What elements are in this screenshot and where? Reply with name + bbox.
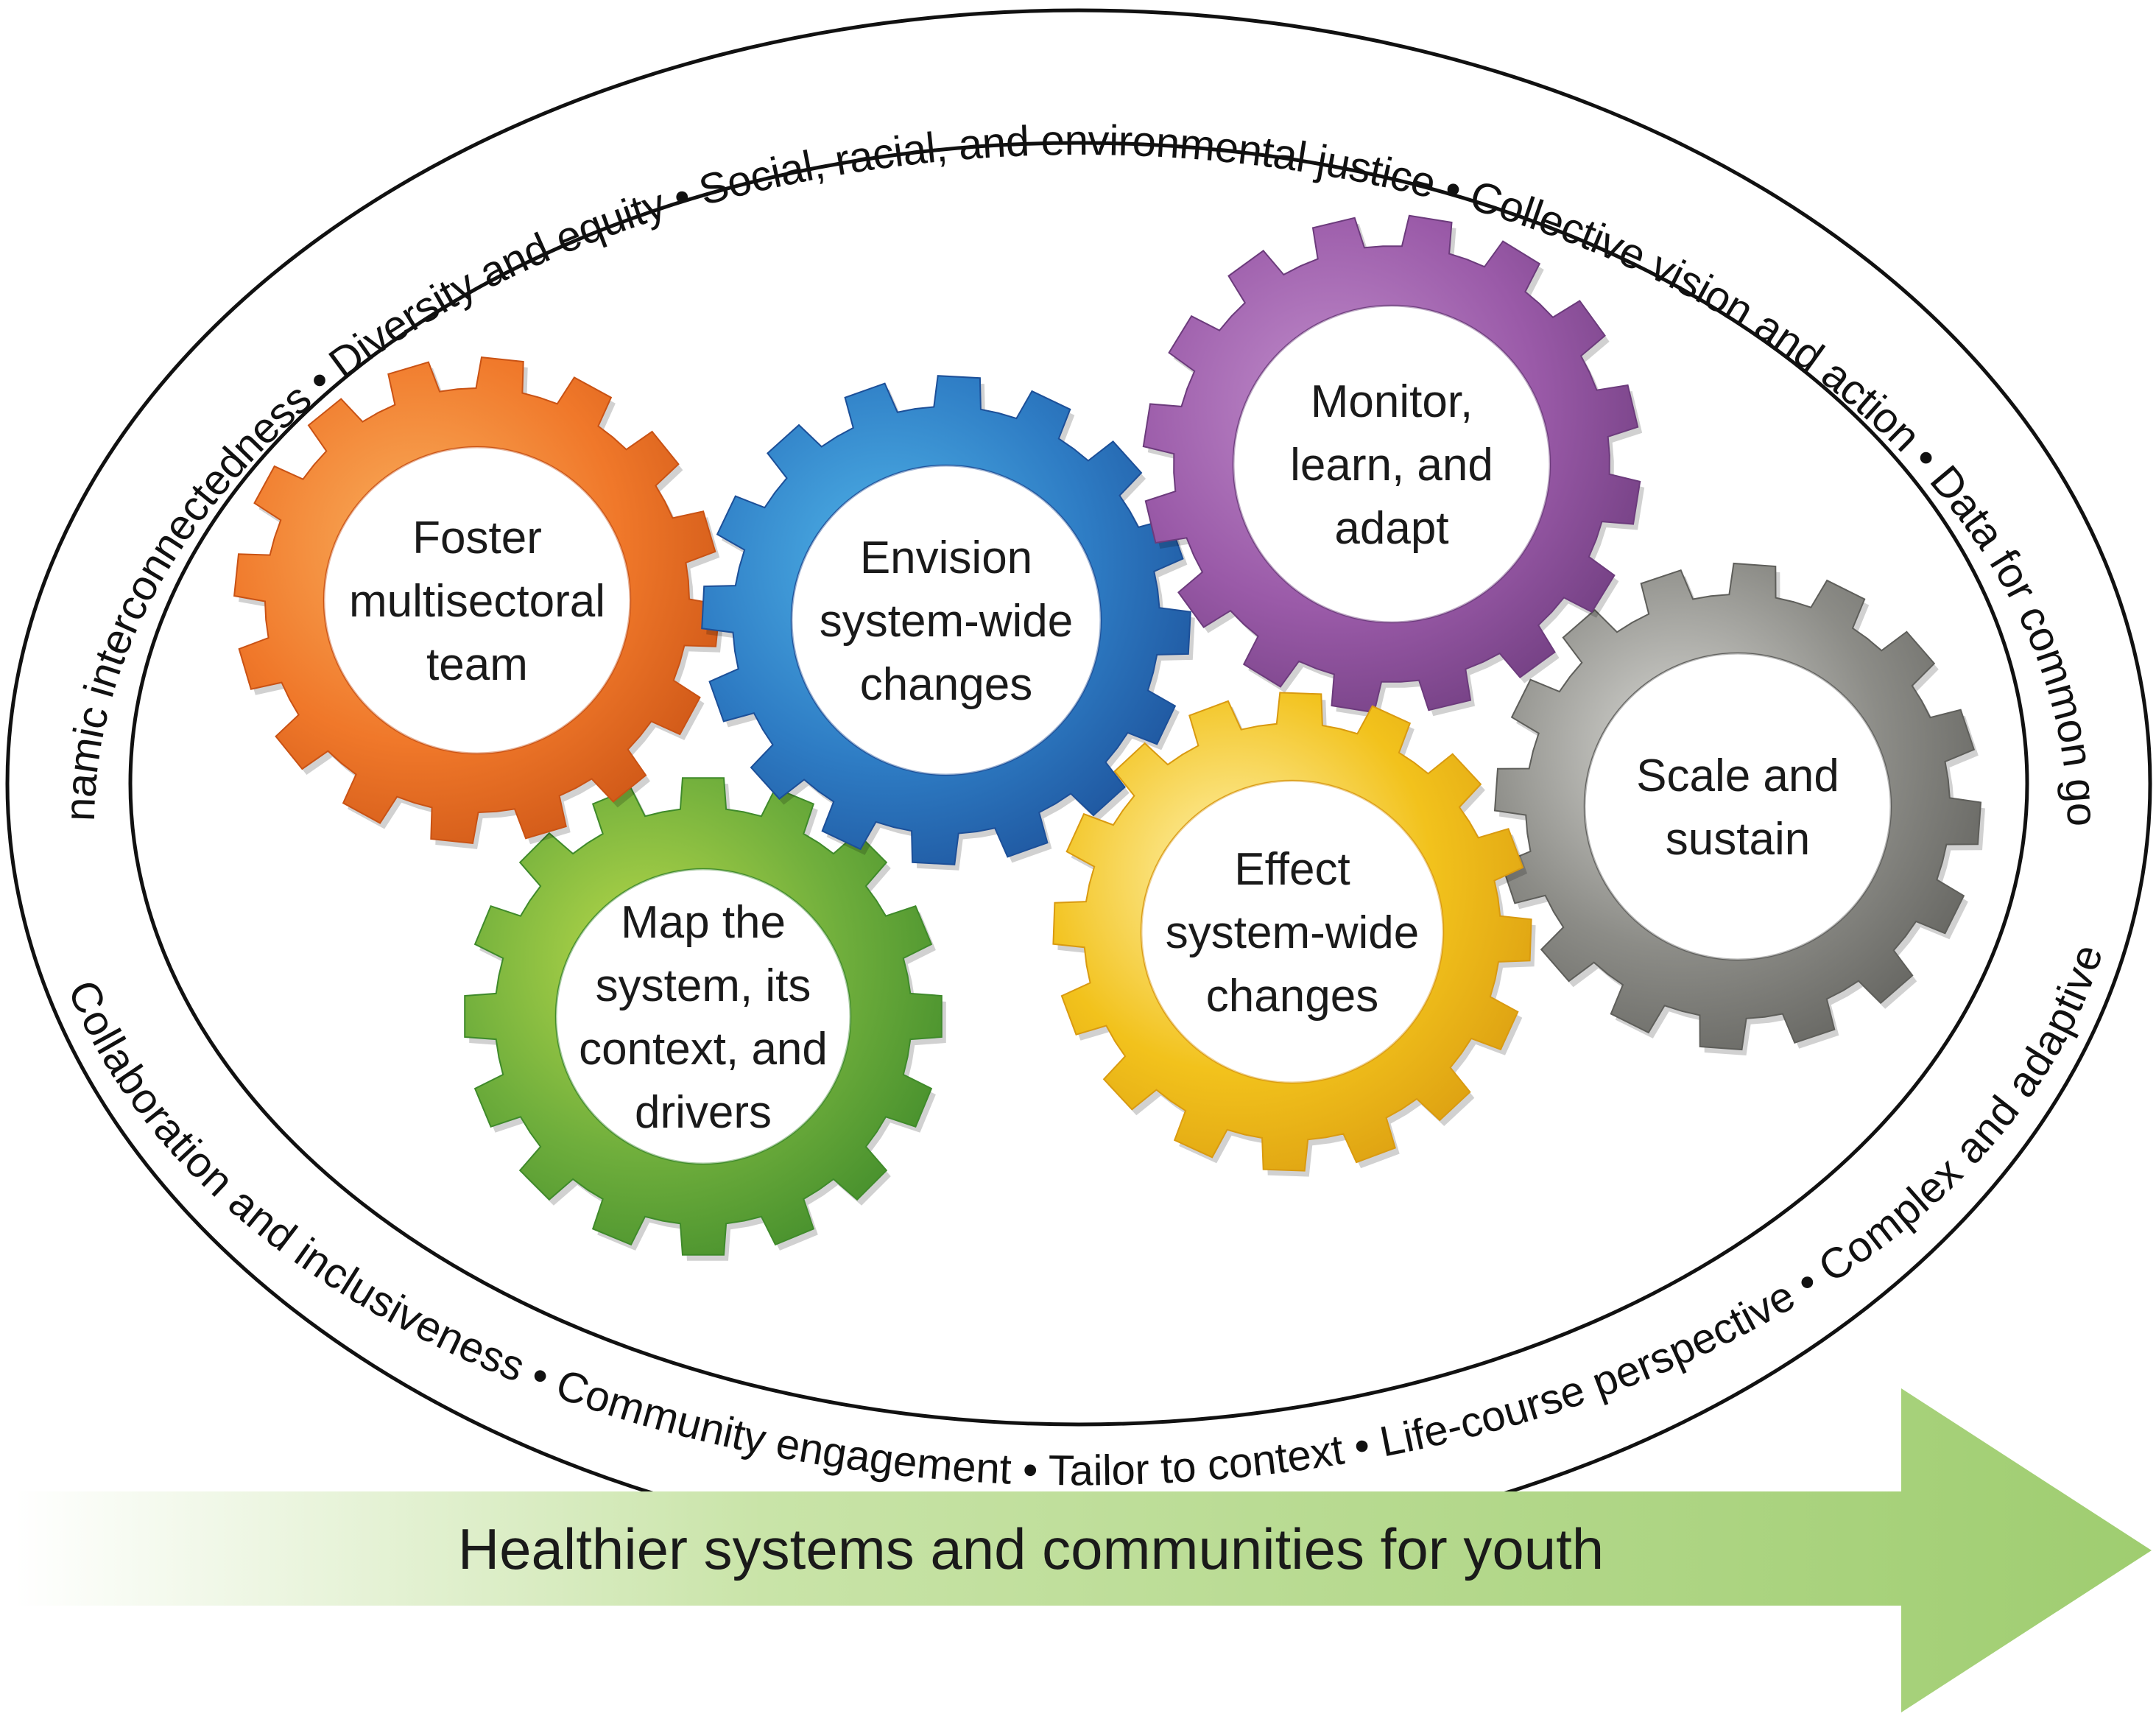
gear-scale-label-line: Scale and (1636, 751, 1839, 801)
gear-foster-label: Foster multisectoral team (349, 513, 605, 690)
gear-cluster: Map the system, its context, and drivers Fo… (233, 214, 1985, 1261)
gear-foster-label-line: Foster (412, 513, 542, 563)
gear-envision-label-line: changes (860, 659, 1032, 710)
gear-monitor-label-line: adapt (1334, 503, 1448, 554)
gear-map-label-line: system, its (596, 960, 811, 1011)
gear-envision-center (790, 464, 1102, 776)
gear-scale-label: Scale and sustain (1636, 751, 1839, 865)
outcome-arrow-label: Healthier systems and communities for yo… (458, 1517, 1604, 1581)
gear-scale-label-line: sustain (1666, 814, 1810, 865)
gear-monitor-label-line: learn, and (1290, 440, 1493, 491)
gear-envision-label: Envision system-wide changes (820, 533, 1074, 710)
outcome-arrow: Healthier systems and communities for yo… (15, 1388, 2152, 1712)
gear-map-label-line: drivers (635, 1087, 772, 1138)
gear-monitor-label: Monitor, learn, and adapt (1290, 376, 1493, 554)
gear-envision: Envision system-wide changes (701, 375, 1195, 871)
inner-ellipse (128, 141, 2029, 1427)
gear-map-label-line: Map the (621, 897, 786, 948)
gear-effect-center (1140, 779, 1445, 1084)
gear-map-label-line: context, and (579, 1024, 828, 1075)
gear-map-label: Map the system, its context, and drivers (579, 897, 828, 1138)
gear-effect-label-line: Effect (1234, 844, 1350, 895)
gear-effect-label-line: changes (1206, 971, 1378, 1022)
gear-monitor-center (1232, 304, 1551, 624)
gear-foster: Foster multisectoral team (233, 356, 725, 849)
gear-envision-label-line: system-wide (820, 596, 1074, 647)
gear-monitor-label-line: Monitor, (1311, 376, 1473, 427)
outcome-arrow-shape (15, 1388, 2152, 1712)
gear-foster-label-line: team (426, 639, 528, 690)
gear-effect-label-line: system-wide (1166, 907, 1420, 958)
gear-map-center (554, 868, 852, 1165)
gear-envision-label-line: Envision (860, 533, 1032, 583)
gear-foster-label-line: multisectoral (349, 576, 605, 627)
gear-foster-center (323, 446, 632, 755)
gear-scale: Scale and sustain (1493, 562, 1985, 1055)
gear-map: Map the system, its context, and drivers (464, 777, 946, 1261)
gear-effect-label: Effect system-wide changes (1166, 844, 1420, 1022)
gear-effect: Effect system-wide changes (1052, 692, 1536, 1177)
gear-monitor: Monitor, learn, and adapt (1142, 214, 1645, 719)
gear-scale-center (1583, 652, 1892, 961)
